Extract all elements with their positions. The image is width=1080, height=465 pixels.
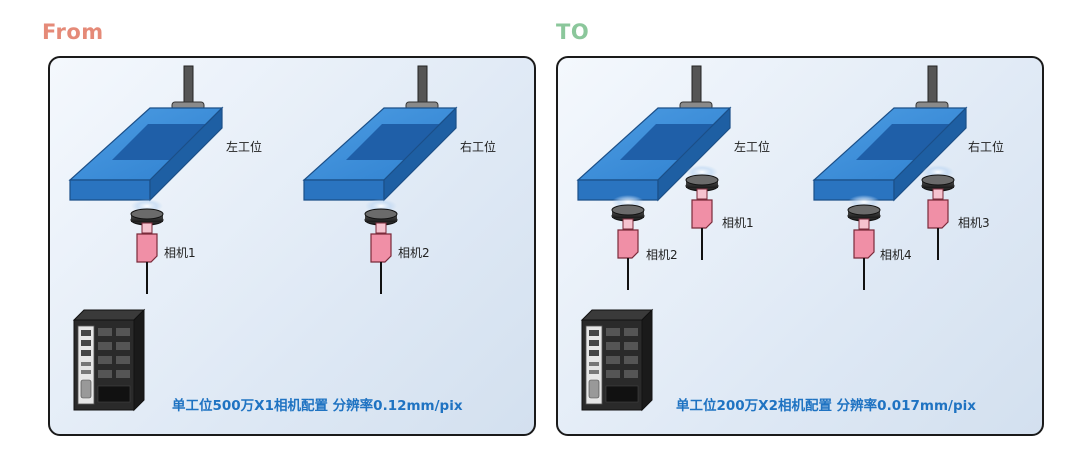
camera-label-3: 相机3 <box>958 216 990 230</box>
vision-controller-icon <box>581 309 653 411</box>
config-text: 单工位500万X1相机配置 分辨率0.12mm/pix <box>172 398 463 414</box>
camera-4-icon <box>847 194 881 291</box>
camera-label-4: 相机4 <box>880 248 912 262</box>
station-label-right: 右工位 <box>460 140 497 154</box>
vision-controller-icon <box>73 309 145 411</box>
right-station-plate <box>303 65 457 201</box>
from-panel: 左工位 右工位 相机1 相机2 单工位500万X1相机配置 分辨率0.12mm/… <box>48 56 536 436</box>
to-title: TO <box>556 20 590 44</box>
camera-2-icon <box>611 194 645 291</box>
camera-label-1: 相机1 <box>164 246 196 260</box>
to-panel: 左工位 右工位 相机1 相机2 相机3 相机4 单工位200万X2相机配置 分辨… <box>556 56 1044 436</box>
station-label-left: 左工位 <box>734 140 771 154</box>
camera-label-2: 相机2 <box>398 246 430 260</box>
left-station-plate <box>69 65 223 201</box>
camera-label-2: 相机2 <box>646 248 678 262</box>
camera-3-icon <box>921 164 955 261</box>
from-title: From <box>42 20 104 44</box>
camera-label-1: 相机1 <box>722 216 754 230</box>
config-text: 单工位200万X2相机配置 分辨率0.017mm/pix <box>676 398 976 414</box>
camera-1-icon <box>130 198 164 295</box>
station-label-right: 右工位 <box>968 140 1005 154</box>
camera-1-icon <box>685 164 719 261</box>
from-diagram <box>69 65 457 411</box>
camera-2-icon <box>364 198 398 295</box>
to-diagram <box>577 65 967 411</box>
station-label-left: 左工位 <box>226 140 263 154</box>
